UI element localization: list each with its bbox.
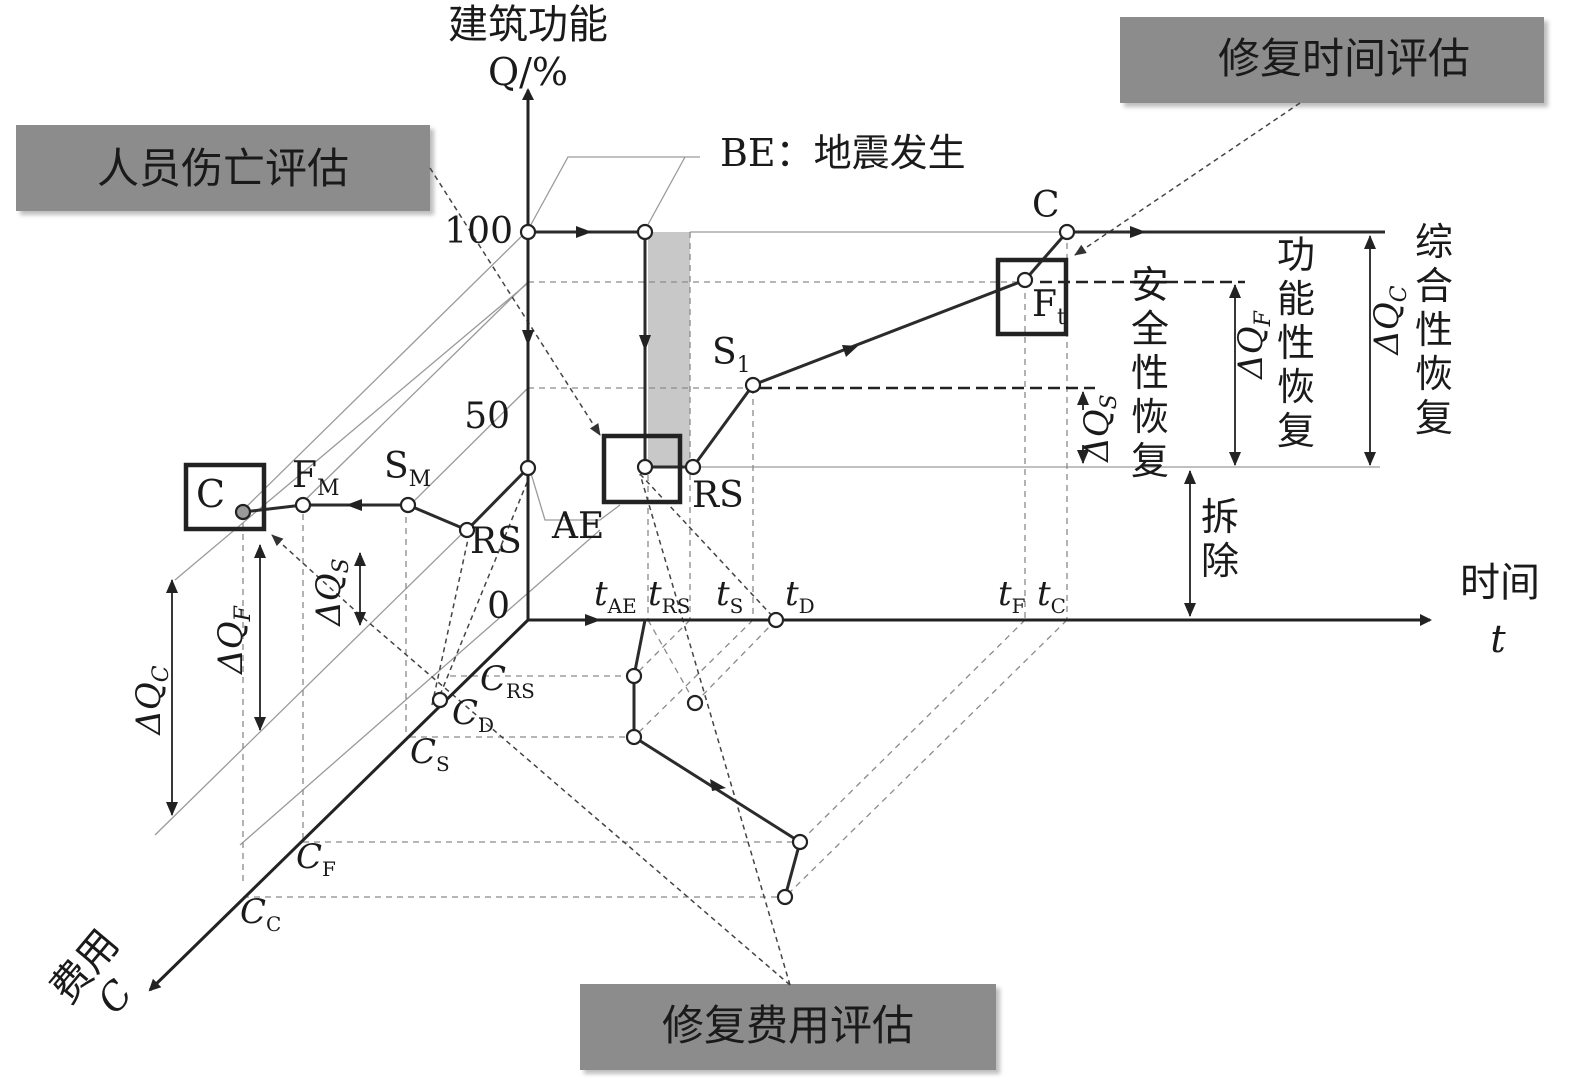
safety-recovery-label: 安全性恢复 — [1131, 263, 1169, 483]
time-tick-d: tD — [785, 574, 815, 618]
casualty-assessment-label: 人员伤亡评估 — [97, 144, 349, 193]
fm-label: FM — [292, 455, 340, 501]
point-rs-left — [458, 521, 476, 539]
projection-lines — [242, 232, 1068, 898]
right-dqf-label: ΔQF — [1231, 310, 1276, 380]
point-ft — [1016, 271, 1034, 289]
time-tick-rs: tRS — [648, 574, 690, 618]
x-axis-symbol: t — [1490, 617, 1506, 661]
comprehensive-recovery-label: 综合性恢复 — [1415, 220, 1453, 440]
ft-label: Ft — [1032, 284, 1066, 330]
left-dqs-label: ΔQS — [309, 558, 354, 628]
safety-recovery-segment — [691, 384, 755, 468]
x-axis-title: 时间 — [1460, 560, 1540, 606]
ft-highlight-box — [995, 257, 1069, 337]
right-dqc-label: ΔQC — [1367, 285, 1412, 356]
y-axis-unit: Q/% — [488, 50, 568, 94]
point-s1 — [744, 376, 762, 394]
tick-100: 100 — [444, 211, 513, 252]
right-dqs-label: ΔQS — [1077, 394, 1122, 464]
cost-pointer-to-td — [639, 473, 777, 621]
point-axis-50 — [519, 459, 537, 477]
flow-arrow-3 — [1130, 226, 1146, 238]
axes — [148, 88, 1432, 992]
point-c-left — [234, 503, 252, 521]
drop-arrow-1 — [522, 330, 534, 346]
repair-cost-assessment-label: 修复费用评估 — [662, 1001, 914, 1050]
point-crs — [625, 667, 643, 685]
casualty-pointer-line — [429, 167, 601, 436]
rs-label: RS — [692, 475, 744, 516]
point-td — [767, 611, 785, 629]
ae-highlight-box — [601, 433, 683, 505]
cost-curve — [632, 619, 802, 898]
casualty-flow-arrow — [346, 499, 362, 511]
time-tick-ae: tAE — [594, 574, 637, 618]
cost-pointer-line-left — [359, 614, 791, 986]
casualty-assessment-box: 人员伤亡评估 — [16, 125, 430, 211]
cost-tick-s: CS — [410, 732, 450, 776]
cost-tick-rs: CRS — [480, 659, 535, 703]
point-start — [519, 223, 537, 241]
point-cf — [791, 833, 809, 851]
c-left-label: C — [196, 472, 225, 516]
cost-pointer-arrow-left — [271, 534, 361, 616]
point-rs — [684, 458, 702, 476]
z-axis — [148, 618, 530, 992]
left-dqc-label: ΔQC — [129, 665, 174, 736]
tick-50: 50 — [464, 396, 510, 437]
guide-lines — [154, 156, 1380, 846]
point-be — [636, 223, 654, 241]
demolish-label: 拆除 — [1201, 495, 1239, 583]
sm-label: SM — [384, 446, 431, 492]
cost-flow-arrow — [710, 779, 726, 791]
cost-curve-link-1 — [431, 529, 471, 706]
point-cd-right — [686, 694, 704, 712]
point-sm — [399, 496, 417, 514]
drop-arrow-2 — [639, 335, 651, 351]
point-cd — [431, 691, 449, 709]
repair-time-assessment-box: 修复时间评估 — [1120, 17, 1544, 103]
flow-arrow-1 — [576, 226, 592, 238]
time-tick-s: tS — [716, 574, 743, 618]
cost-tick-f: CF — [296, 837, 336, 881]
cost-tick-c: CC — [240, 892, 281, 936]
flow-arrow-2 — [842, 345, 858, 357]
ae-label: AE — [551, 506, 604, 547]
c-top-label: C — [1032, 185, 1060, 226]
time-tick-c: tC — [1037, 574, 1066, 618]
y-axis-title: 建筑功能 — [448, 2, 608, 48]
point-c-top — [1058, 223, 1076, 241]
point-ae — [636, 458, 654, 476]
tick-0: 0 — [487, 586, 510, 627]
c-left-highlight-box — [183, 462, 267, 532]
rs-left-label: RS — [470, 521, 522, 562]
function-recovery-segment — [752, 278, 1026, 387]
s1-label: S1 — [712, 332, 751, 378]
point-cc — [776, 888, 794, 906]
time-tick-f: tF — [998, 574, 1026, 618]
loss-shade — [648, 232, 690, 467]
curve-markers — [234, 223, 1076, 906]
repair-cost-assessment-box: 修复费用评估 — [580, 984, 996, 1070]
function-recovery-label: 功能性恢复 — [1277, 233, 1315, 453]
cost-tick-d: CD — [452, 693, 494, 737]
final-recovery-segment — [1023, 231, 1069, 281]
point-cs — [625, 728, 643, 746]
left-dqf-label: ΔQF — [211, 605, 256, 675]
point-fm — [294, 496, 312, 514]
cost-curve-link-2 — [439, 479, 529, 696]
axis-tick-arrow — [585, 614, 601, 626]
repair-time-pointer-line — [1074, 102, 1301, 256]
repair-time-assessment-label: 修复时间评估 — [1218, 34, 1470, 83]
be-label: BE：地震发生 — [720, 131, 966, 175]
cost-pointer-line-center — [639, 473, 791, 986]
